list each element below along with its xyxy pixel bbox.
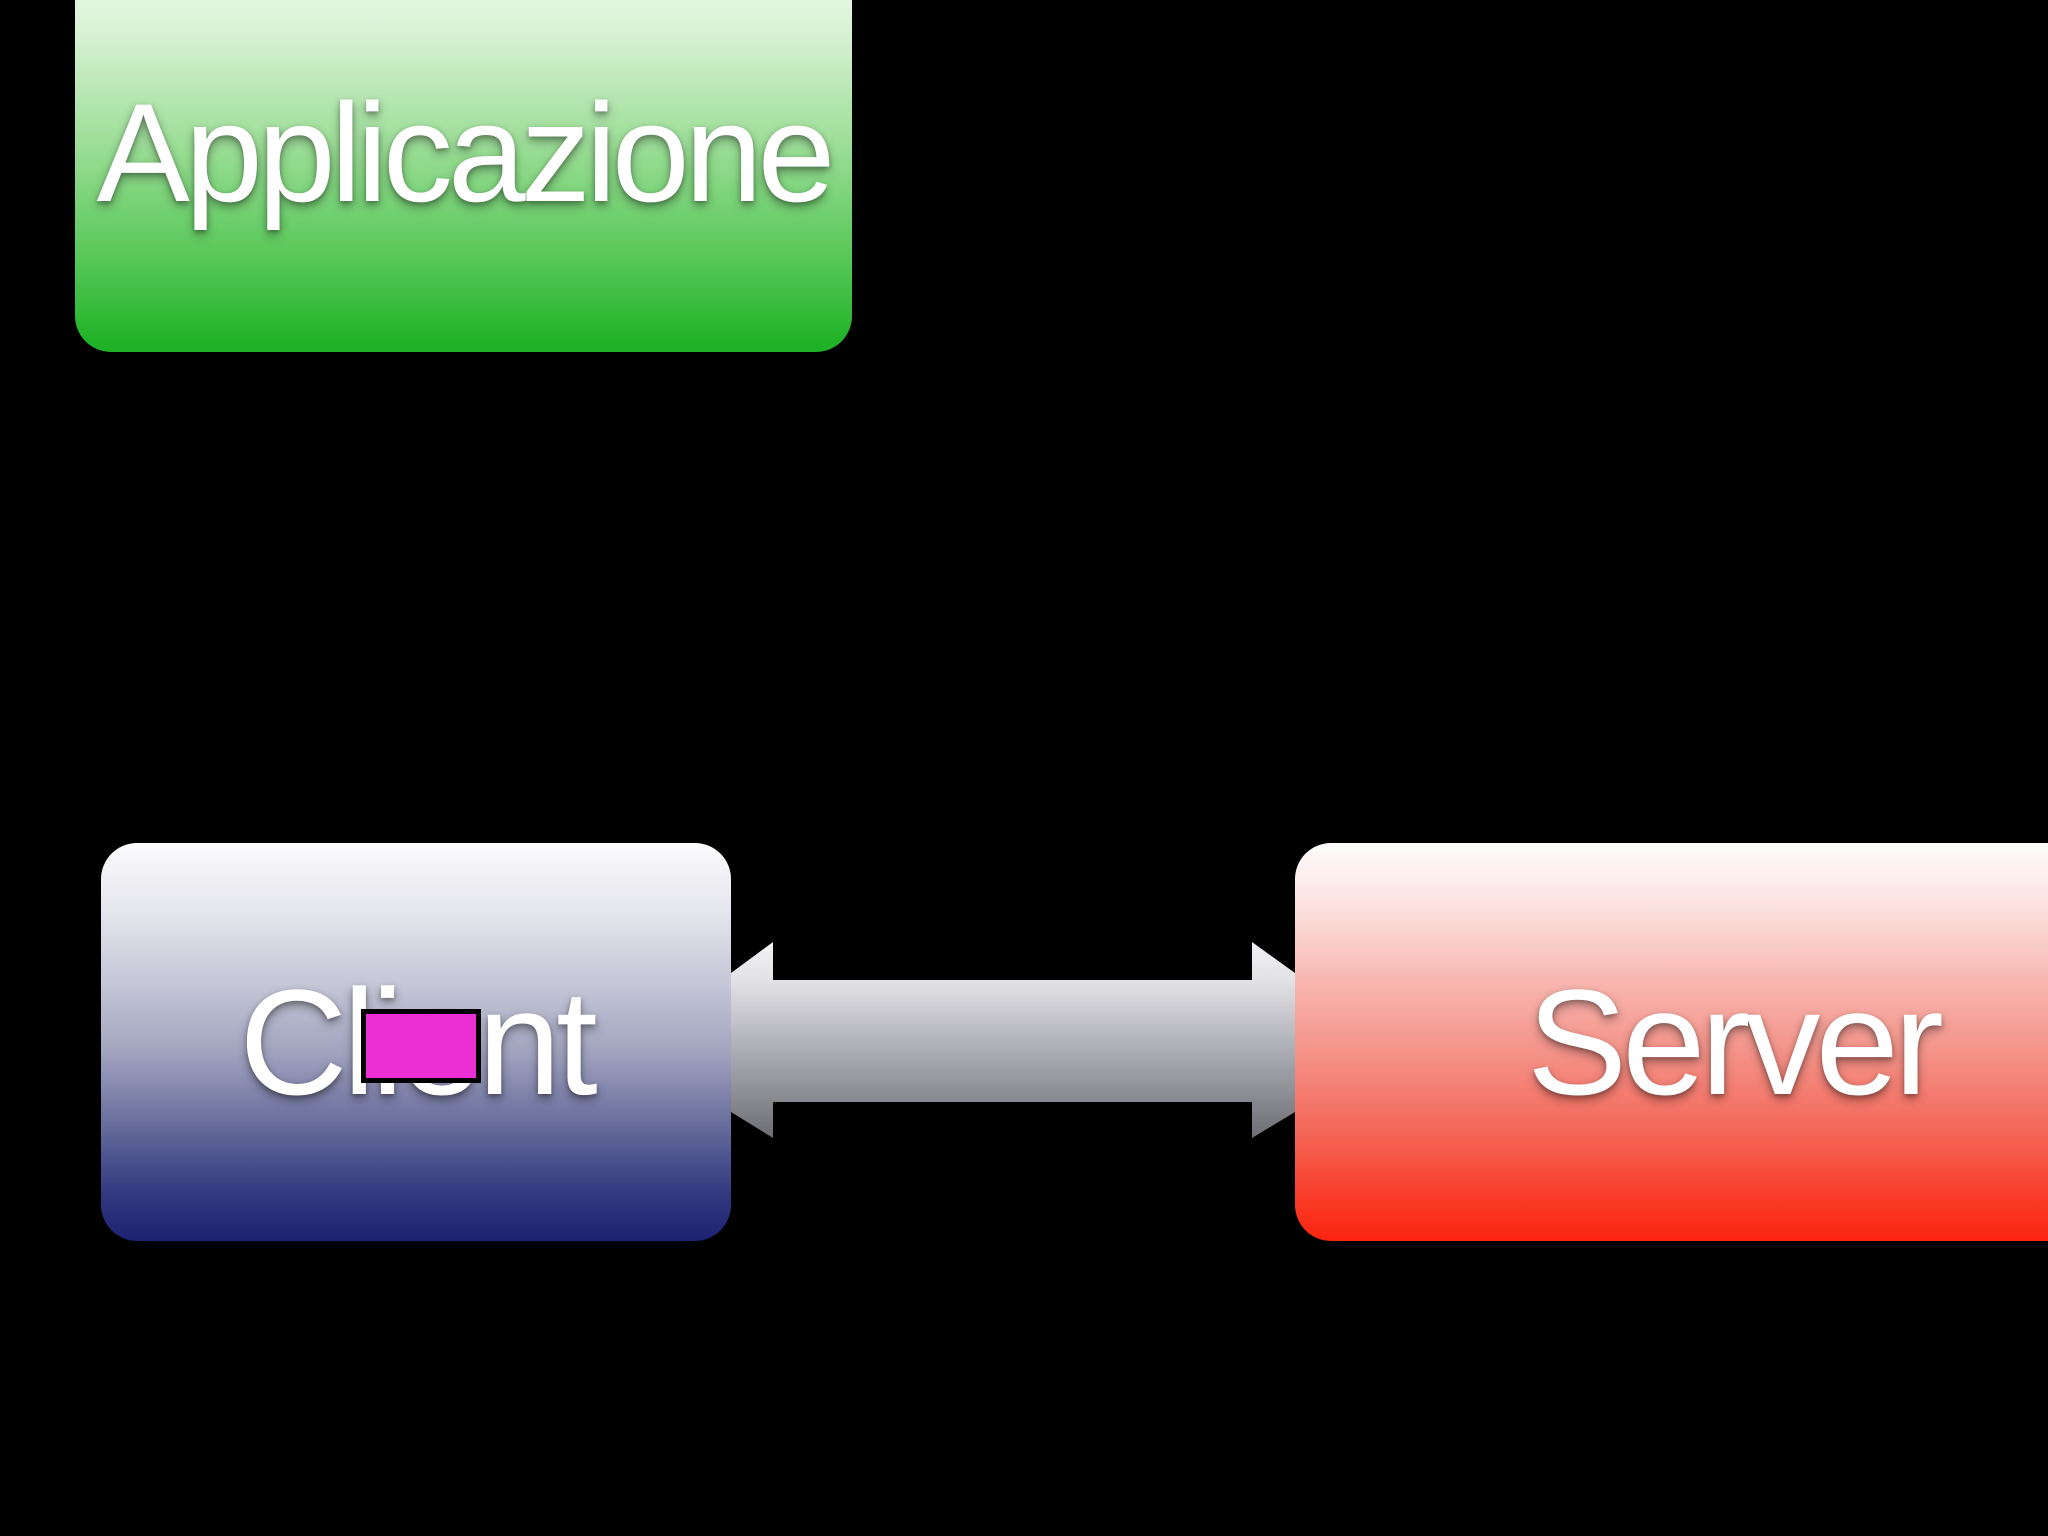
node-server-label: Server	[1527, 958, 1944, 1126]
node-applicazione-label: Applicazione	[96, 74, 836, 231]
node-applicazione: Applicazione	[75, 0, 852, 352]
highlight-rectangle	[361, 1009, 481, 1083]
node-server: Server	[1295, 843, 2048, 1241]
double-arrow-polygon	[731, 942, 1295, 1138]
